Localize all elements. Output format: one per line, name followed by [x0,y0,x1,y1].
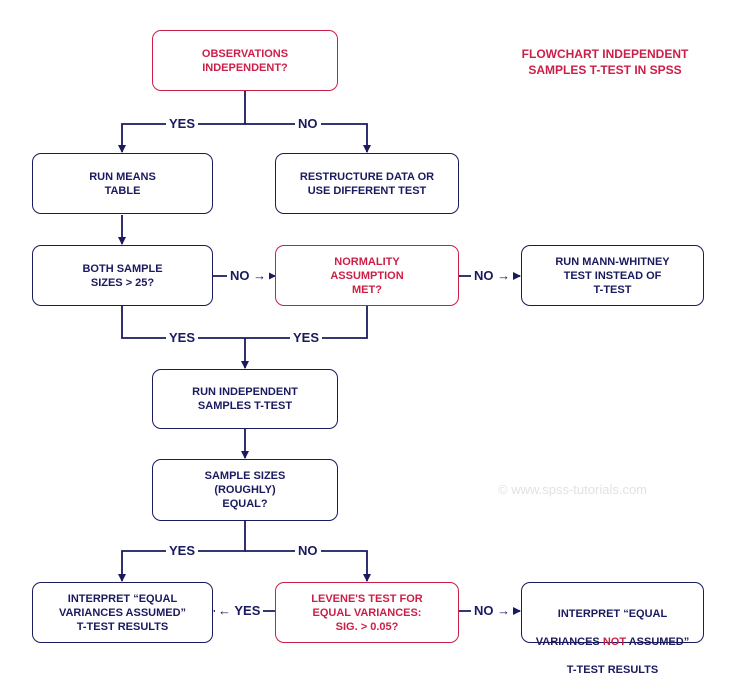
not-assumed-line-1: INTERPRET “EQUAL [557,608,668,620]
label-equal-yes: YES [166,543,199,559]
label-normality-yes: YES [290,330,323,346]
node-equal-variances-assumed: INTERPRET “EQUAL VARIANCES ASSUMED” T-TE… [32,582,213,643]
label-normality-no: NO → [471,268,514,284]
not-assumed-line-2: VARIANCES NOT ASSUMED” [535,636,690,648]
label-sizes-yes: YES [166,330,199,346]
node-equal-variances-not-assumed: INTERPRET “EQUAL VARIANCES NOT ASSUMED” … [521,582,704,676]
node-run-mann-whitney: RUN MANN-WHITNEY TEST INSTEAD OF T-TEST [521,245,704,306]
not-emphasis: NOT [602,636,627,648]
label-levene-no: NO → [471,603,514,619]
title-line-1: FLOWCHART INDEPENDENT [521,47,689,61]
arrow-right-icon: → [497,603,511,618]
connector-lines [118,91,521,615]
title-line-2: SAMPLES T-TEST IN SPSS [528,63,682,77]
watermark: © www.spss-tutorials.com [498,482,647,497]
arrow-left-icon: ← [218,603,231,618]
node-both-sample-sizes: BOTH SAMPLE SIZES > 25? [32,245,213,306]
label-levene-yes: ← YES [215,603,264,619]
node-run-means-table: RUN MEANS TABLE [32,153,213,214]
node-restructure-data: RESTRUCTURE DATA OR USE DIFFERENT TEST [275,153,459,214]
node-normality-assumption: NORMALITY ASSUMPTION MET? [275,245,459,306]
label-observations-no: NO [295,116,321,132]
node-observations-independent: OBSERVATIONS INDEPENDENT? [152,30,338,91]
label-sizes-no: NO → [227,268,270,284]
arrow-right-icon: → [253,268,267,283]
node-run-independent-ttest: RUN INDEPENDENT SAMPLES T-TEST [152,369,338,429]
flowchart: FLOWCHART INDEPENDENT SAMPLES T-TEST IN … [32,30,730,676]
chart-title: FLOWCHART INDEPENDENT SAMPLES T-TEST IN … [480,46,730,78]
label-equal-no: NO [295,543,321,559]
node-sample-sizes-equal: SAMPLE SIZES (ROUGHLY) EQUAL? [152,459,338,521]
connector-observations-no [245,123,371,153]
node-levene-test: LEVENE'S TEST FOR EQUAL VARIANCES: SIG. … [275,582,459,643]
not-assumed-line-3: T-TEST RESULTS [566,664,659,676]
arrow-right-icon: → [497,268,511,283]
connector-equal-no [245,550,371,582]
connector-yes-merge [121,306,368,339]
label-observations-yes: YES [166,116,199,132]
